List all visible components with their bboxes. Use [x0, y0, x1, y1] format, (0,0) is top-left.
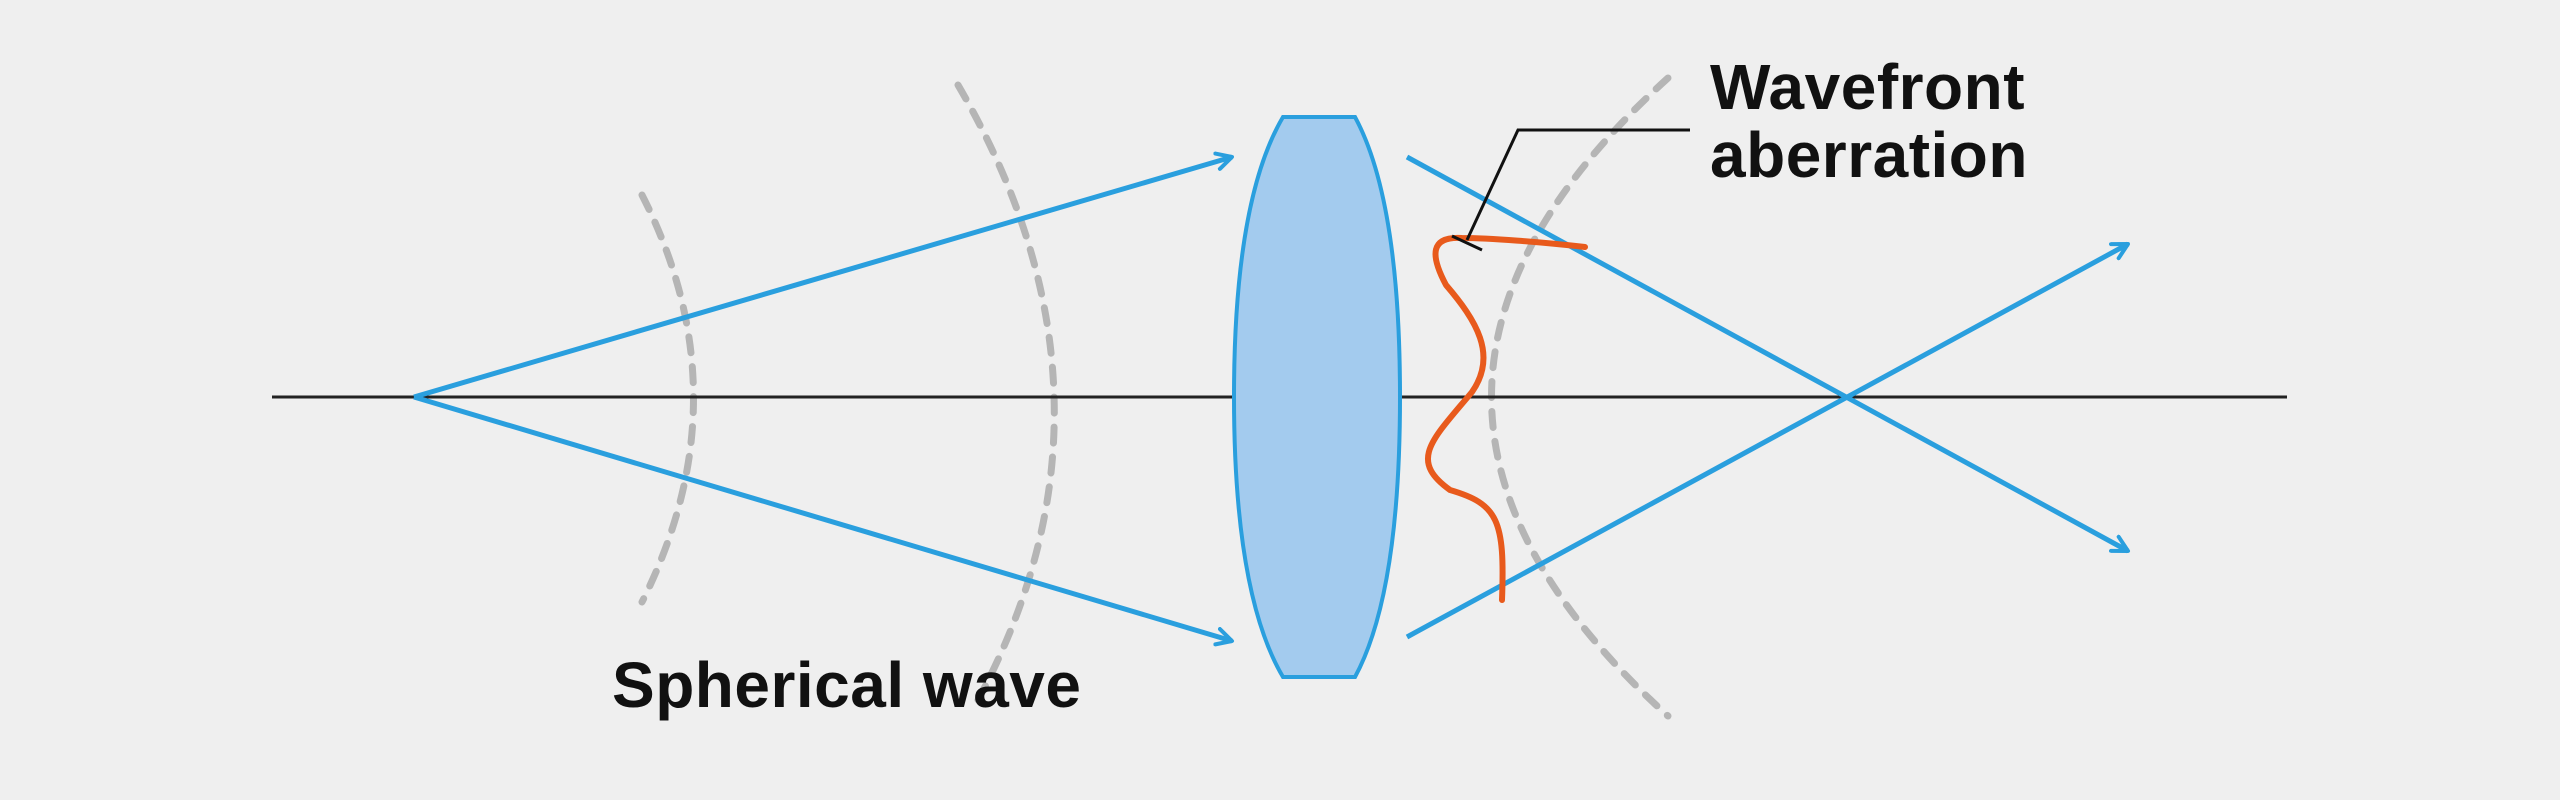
- refracted-ray-upper: [1405, 154, 2130, 554]
- incident-ray-lower: [413, 394, 1234, 647]
- spherical-wavefront-2: [954, 81, 1058, 704]
- wavefront-aberration-label-line1: Wavefront: [1710, 51, 2026, 123]
- wavefront-aberration-label-line2: aberration: [1710, 118, 2028, 191]
- wavefront-aberration-label: Wavefront aberration: [1710, 51, 2028, 191]
- label-leader-line: [1465, 128, 1690, 241]
- lens: [1231, 115, 1403, 679]
- aberrated-wavefront: [1424, 234, 1588, 603]
- spherical-wave-label: Spherical wave: [612, 649, 1082, 721]
- leader-tick: [1451, 234, 1483, 252]
- incident-ray-upper: [413, 151, 1234, 400]
- refracted-ray-lower: [1405, 241, 2130, 640]
